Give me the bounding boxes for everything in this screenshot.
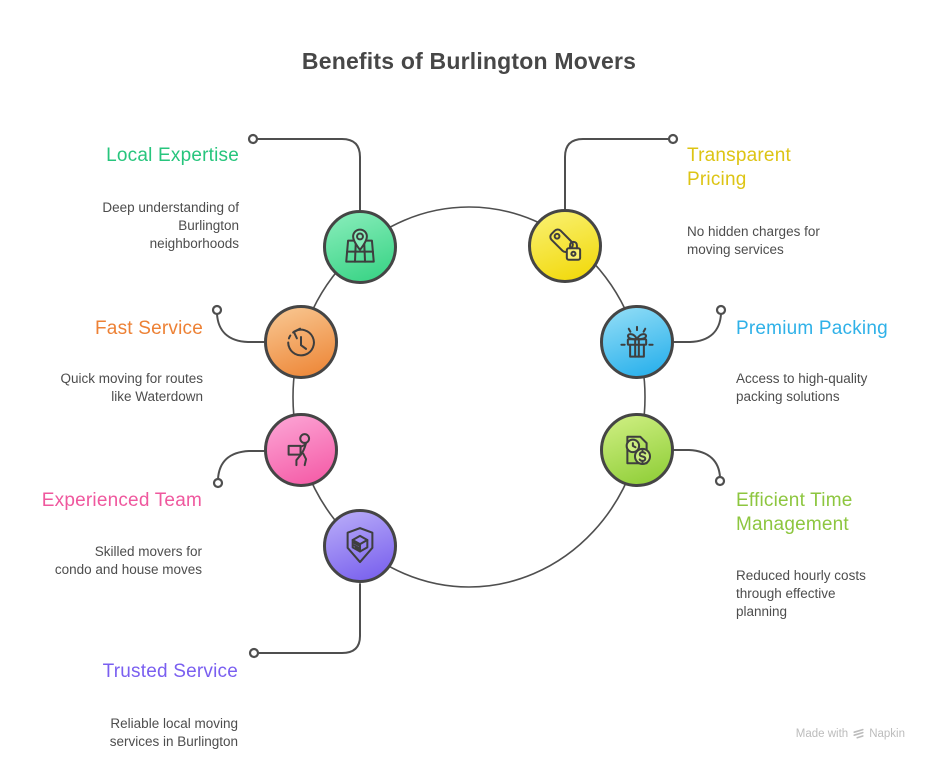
gift-icon: [620, 325, 654, 358]
benefit-label: Local Expertise: [106, 145, 239, 166]
invoice-time-icon: [625, 435, 652, 465]
shield-box-icon: [346, 527, 374, 564]
benefit-fast-service: Fast Service Quick moving for routes lik…: [0, 299, 203, 424]
connector-dot: [248, 647, 260, 659]
benefit-efficient-time: Efficient Time Management Reduced hourly…: [736, 471, 938, 639]
benefit-transparent-pricing: Transparent Pricing No hidden charges fo…: [687, 126, 902, 277]
node-efficient-time: [600, 413, 674, 487]
benefit-description: Reduced hourly costs through effective p…: [736, 568, 866, 619]
benefit-label: Trusted Service: [102, 661, 238, 682]
connector-dot: [714, 475, 726, 487]
benefit-experienced-team: Experienced Team Skilled movers for cond…: [0, 471, 202, 597]
watermark-prefix: Made with: [795, 727, 849, 740]
connector-fast-service: [216, 313, 267, 343]
benefit-label: Transparent Pricing: [687, 145, 791, 190]
napkin-logo-icon: [853, 728, 864, 739]
watermark-brand: Napkin: [869, 727, 905, 740]
node-transparent-pricing: [528, 209, 602, 283]
clock-history-icon: [287, 327, 315, 357]
node-fast-service: [264, 305, 338, 379]
watermark: Made with Napkin: [796, 727, 905, 740]
benefit-description: Access to high-quality packing solutions: [736, 371, 868, 404]
benefit-label: Premium Packing: [736, 318, 888, 339]
connector-local-expertise: [256, 138, 361, 213]
hub-circle: [292, 206, 646, 588]
connector-experienced-team: [217, 450, 267, 480]
connector-dot: [247, 133, 259, 145]
connector-dot: [667, 133, 679, 145]
connector-dot: [211, 304, 223, 316]
benefit-description: Skilled movers for condo and house moves: [54, 544, 202, 577]
connector-efficient-time: [671, 449, 721, 478]
benefit-description: No hidden charges for moving services: [687, 224, 820, 257]
benefit-label: Fast Service: [95, 318, 203, 339]
benefit-description: Reliable local moving services in Burlin…: [109, 716, 238, 749]
benefit-description: Deep understanding of Burlington neighbo…: [102, 200, 239, 251]
node-local-expertise: [323, 210, 397, 284]
connector-trusted-service: [257, 583, 361, 654]
mover-carrying-box-icon: [287, 433, 311, 467]
benefit-description: Quick moving for routes like Waterdown: [60, 371, 203, 404]
benefit-premium-packing: Premium Packing Access to high-quality p…: [736, 299, 938, 424]
connector-dot: [715, 304, 727, 316]
benefit-label: Experienced Team: [41, 490, 202, 511]
connector-dot: [212, 477, 224, 489]
page-title: Benefits of Burlington Movers: [301, 48, 637, 74]
price-tag-lock-icon: [549, 228, 582, 261]
benefit-label: Efficient Time Management: [736, 490, 853, 535]
benefit-trusted-service: Trusted Service Reliable local moving se…: [8, 642, 238, 769]
map-pin-icon: [345, 228, 375, 263]
connector-transparent-pricing: [564, 138, 678, 212]
benefit-local-expertise: Local Expertise Deep understanding of Bu…: [19, 126, 239, 271]
node-trusted-service: [323, 509, 397, 583]
node-experienced-team: [264, 413, 338, 487]
connector-premium-packing: [671, 313, 722, 343]
node-premium-packing: [600, 305, 674, 379]
